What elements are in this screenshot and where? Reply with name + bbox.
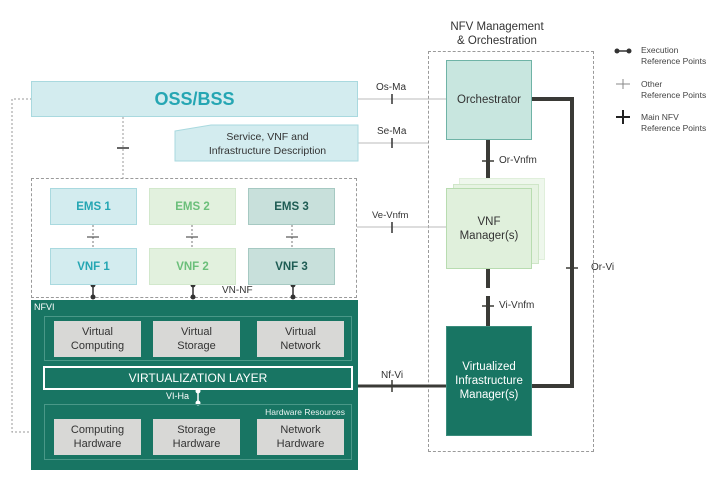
- description-line1: Service, VNF and: [226, 131, 309, 143]
- network-hardware-line2: Hardware: [276, 438, 325, 450]
- vim-line2: Infrastructure: [455, 375, 523, 387]
- legend-other-line1: Other: [641, 79, 663, 89]
- legend-other-line2: Reference Points: [641, 90, 707, 100]
- vnf-manager-line2: Manager(s): [459, 229, 519, 242]
- nf-vi-label: Nf-Vi: [381, 370, 404, 381]
- vi-ha-label: VI-Ha: [166, 391, 190, 401]
- se-ma-label: Se-Ma: [377, 126, 407, 137]
- legend-execution-line2: Reference Points: [641, 56, 707, 66]
- legend-item-execution: Execution Reference Points: [641, 45, 706, 67]
- virtualization-layer-label: VIRTUALIZATION LAYER: [128, 371, 268, 385]
- network-hardware-line1: Network: [280, 424, 321, 436]
- vnf-3-box: VNF 3: [248, 248, 335, 285]
- ems-2-box: EMS 2: [149, 188, 236, 225]
- ve-vnfm-label: Ve-Vnfm: [372, 210, 409, 221]
- virtual-storage-line1: Virtual: [181, 326, 212, 338]
- os-ma-label: Os-Ma: [376, 82, 406, 93]
- hardware-resources-label: Hardware Resources: [265, 407, 345, 417]
- virtual-computing-box: Virtual Computing: [54, 321, 141, 357]
- vnf-2-box: VNF 2: [149, 248, 236, 285]
- vim-line1: Virtualized: [462, 361, 516, 373]
- description-shape: [174, 124, 359, 162]
- legend-item-main: Main NFV Reference Points: [641, 112, 706, 134]
- ems-1-label: EMS 1: [76, 200, 111, 213]
- description-box: Service, VNF and Infrastructure Descript…: [180, 128, 355, 160]
- ems-1-box: EMS 1: [50, 188, 137, 225]
- virtual-resources-group: [44, 316, 352, 361]
- execution-reference-point-icon: [614, 48, 632, 54]
- oss-bss-label: OSS/BSS: [154, 88, 235, 109]
- virtual-network-line2: Network: [280, 340, 321, 352]
- vi-vnfm-label: Vi-Vnfm: [499, 300, 535, 311]
- vn-nf-label: VN-NF: [222, 285, 253, 296]
- nfvi-label: NFVI: [34, 302, 55, 312]
- nfvi-box: NFVI Virtual Computing Virtual Storage V…: [31, 300, 358, 470]
- computing-hardware-line1: Computing: [70, 424, 125, 436]
- network-hardware-box: Network Hardware: [257, 419, 344, 455]
- hardware-resources-group: Hardware Resources: [44, 404, 352, 460]
- virtual-computing-line1: Virtual: [82, 326, 113, 338]
- vnf-3-label: VNF 3: [275, 260, 308, 273]
- vnf-manager-line1: VNF: [477, 215, 501, 228]
- orchestrator-box: Orchestrator: [446, 60, 532, 140]
- virtualization-layer: VIRTUALIZATION LAYER: [43, 366, 353, 390]
- legend-item-other: Other Reference Points: [641, 79, 706, 101]
- virtual-computing-line2: Computing: [70, 340, 125, 352]
- other-reference-point-icon: [616, 79, 630, 89]
- vnf-1-box: VNF 1: [50, 248, 137, 285]
- virtual-network-line1: Virtual: [285, 326, 316, 338]
- storage-hardware-line1: Storage: [177, 424, 216, 436]
- ems-2-label: EMS 2: [175, 200, 210, 213]
- mano-title-line1: NFV Management: [450, 21, 544, 33]
- vnf-manager-box: VNF Manager(s): [446, 188, 532, 269]
- computing-hardware-line2: Hardware: [73, 438, 122, 450]
- oss-bss-box: OSS/BSS: [31, 81, 358, 117]
- mano-boundary: [428, 51, 594, 452]
- ems-3-box: EMS 3: [248, 188, 335, 225]
- or-vi-label: Or-Vi: [591, 262, 615, 273]
- legend-execution-line1: Execution: [641, 45, 679, 55]
- computing-hardware-box: Computing Hardware: [54, 419, 141, 455]
- storage-hardware-box: Storage Hardware: [153, 419, 240, 455]
- vim-line3: Manager(s): [459, 389, 519, 401]
- ems-3-label: EMS 3: [274, 200, 309, 213]
- mano-title-line2: & Orchestration: [457, 35, 537, 47]
- or-vnfm-label: Or-Vnfm: [499, 155, 537, 166]
- legend-main-line2: Reference Points: [641, 123, 707, 133]
- orchestrator-label: Orchestrator: [457, 94, 521, 106]
- virtual-storage-box: Virtual Storage: [153, 321, 240, 357]
- storage-hardware-line2: Hardware: [172, 438, 221, 450]
- vim-box: Virtualized Infrastructure Manager(s): [446, 326, 532, 436]
- vnf-2-label: VNF 2: [176, 260, 209, 273]
- vnf-1-label: VNF 1: [77, 260, 110, 273]
- virtual-storage-line2: Storage: [177, 340, 216, 352]
- virtual-network-box: Virtual Network: [257, 321, 344, 357]
- legend-main-line1: Main NFV: [641, 112, 679, 122]
- main-nfv-reference-point-icon: [616, 110, 630, 124]
- description-line2: Infrastructure Description: [208, 145, 327, 157]
- mano-title: NFV Management & Orchestration: [432, 20, 562, 48]
